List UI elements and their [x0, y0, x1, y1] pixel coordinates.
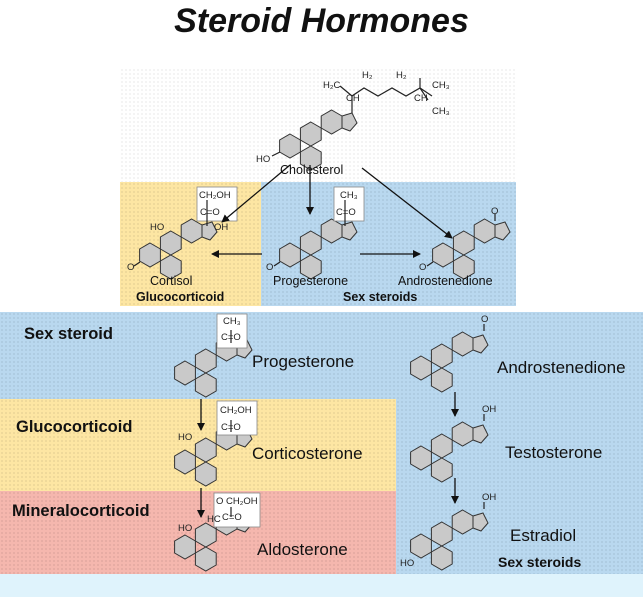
aldosterone-structure [174, 492, 261, 572]
cortisol-group: HO [150, 222, 164, 233]
cortisol-group: OH [214, 222, 228, 233]
chain-group: CH [346, 93, 360, 104]
androstenedione-structure [410, 324, 489, 393]
glucocorticoid-tag: Glucocorticoid [16, 418, 133, 436]
progesterone-structure-top [273, 186, 365, 280]
ring-atom: O [419, 262, 426, 273]
corticosterone-group: HO [178, 432, 192, 443]
cholesterol-structure [271, 78, 433, 171]
chain-group: CH [414, 93, 428, 104]
cholesterol-label: Cholesterol [280, 163, 344, 177]
progesterone-top-group: C=O [336, 207, 356, 218]
chain-group: CH₃ [432, 106, 450, 117]
cortisol-label: Cortisol [150, 274, 193, 288]
progesterone-label-top: Progesterone [273, 274, 349, 288]
chain-group: H₂ [362, 70, 373, 81]
estradiol-label: Estradiol [510, 526, 577, 545]
aldosterone-group: HC [207, 514, 221, 525]
estradiol-group: OH [482, 492, 496, 503]
progesterone-top-group: CH₃ [340, 190, 358, 201]
corticosterone-label: Corticosterone [252, 444, 363, 463]
mineralocorticoid-tag: Mineralocorticoid [12, 502, 150, 520]
arrow-cholesterol-to-cortisol [221, 164, 291, 223]
corticosterone-group: CH₂OH [220, 405, 252, 416]
aldosterone-group: O [216, 496, 223, 507]
ring-atom: O [127, 262, 134, 273]
ring-atom: O [491, 206, 498, 217]
estradiol-group: HO [400, 558, 414, 569]
progesterone-label: Progesterone [252, 352, 355, 371]
glucocorticoid-panel-top [120, 182, 261, 306]
cortisol-group: CH₂OH [199, 190, 231, 201]
bottom-strip [0, 574, 643, 597]
androstenedione-label-top: Androstenedione [398, 274, 493, 288]
testosterone-structure [410, 414, 489, 483]
aldosterone-label: Aldosterone [257, 540, 348, 559]
sex-steroid-tag: Sex steroid [24, 325, 113, 343]
androstenedione-label: Androstenedione [497, 358, 626, 377]
aldosterone-group: HO [178, 523, 192, 534]
aldosterone-group: C=O [222, 512, 242, 523]
chain-group: CH₃ [432, 80, 450, 91]
testosterone-group: OH [482, 404, 496, 415]
sex-steroids-tag-top: Sex steroids [343, 290, 418, 304]
ring-atom: O [266, 262, 273, 273]
progesterone-structure [174, 313, 253, 398]
cortisol-group: C=O [200, 207, 220, 218]
chain-group: H₂C [323, 80, 341, 91]
estradiol-structure [410, 502, 489, 571]
sex-steroids-tag: Sex steroids [498, 554, 582, 570]
androstenedione-structure-top [426, 214, 511, 280]
testosterone-label: Testosterone [505, 443, 603, 462]
chain-group: H₂ [396, 70, 407, 81]
corticosterone-structure [174, 400, 258, 487]
progesterone-group: CH₃ [223, 316, 241, 327]
glucocorticoid-tag-top: Glucocorticoid [136, 290, 225, 304]
progesterone-group: C=O [221, 332, 241, 343]
corticosterone-group: C=O [221, 422, 241, 433]
ring-atom: O [481, 314, 488, 325]
ring-atom: HO [256, 154, 270, 165]
aldosterone-group: CH₂OH [226, 496, 258, 507]
page-title: Steroid Hormones [174, 2, 469, 40]
arrow-cholesterol-to-androstenedione [361, 167, 453, 239]
